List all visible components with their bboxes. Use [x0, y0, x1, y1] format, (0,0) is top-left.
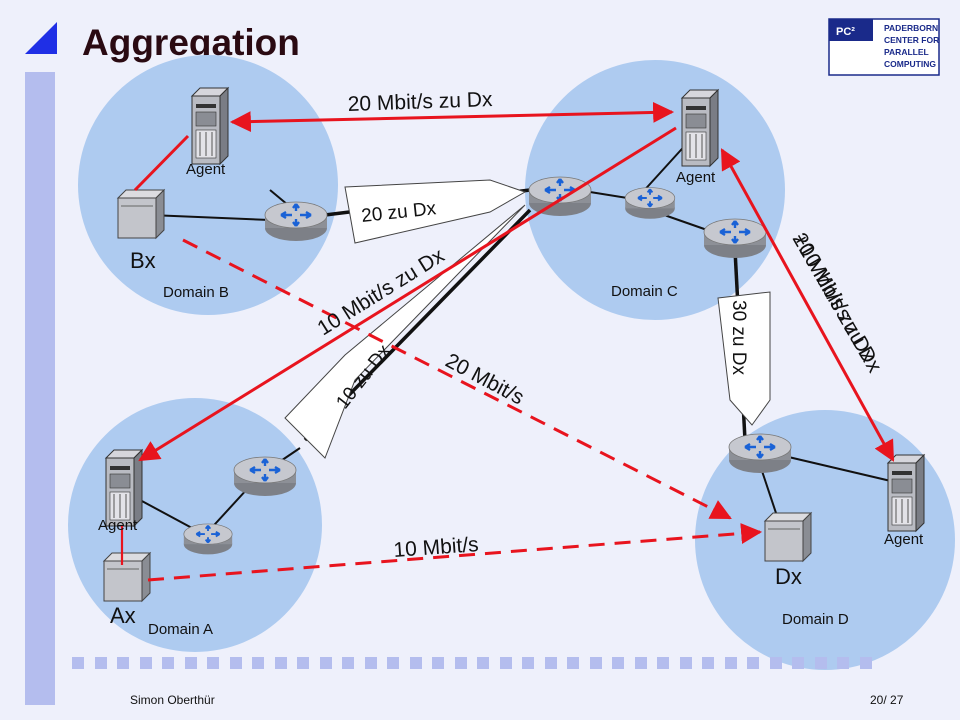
callout-a-shape — [284, 204, 526, 459]
router-b — [263, 200, 329, 243]
domain-d-label: Domain D — [782, 611, 849, 628]
agent-c-label: Agent — [676, 169, 716, 186]
domain-b-label: Domain B — [163, 284, 229, 301]
domain-c-label: Domain C — [611, 283, 678, 300]
agent-a-label: Agent — [98, 517, 138, 534]
router-a-upper — [232, 455, 298, 498]
agent-d-label: Agent — [884, 531, 924, 548]
logo-line-4: COMPUTING — [884, 59, 936, 69]
link-label-bx-dx: 20 Mbit/s — [442, 349, 528, 409]
server-agent-b — [191, 87, 229, 165]
host-bx-label: Bx — [130, 248, 156, 273]
host-bx — [117, 189, 165, 239]
logo-line-1: PADERBORN — [884, 23, 938, 33]
logo-line-2: CENTER FOR — [884, 35, 939, 45]
agent-b-label: Agent — [186, 161, 226, 178]
callout-b-shape — [344, 179, 527, 244]
link-label-b-c: 20 Mbit/s zu Dx — [347, 88, 493, 116]
pc2-logo: PC² PADERBORN CENTER FOR PARALLEL COMPUT… — [828, 18, 940, 76]
footer-page-number: 20/ 27 — [870, 693, 904, 707]
footer-author: Simon Oberthür — [130, 693, 215, 707]
router-c-main — [527, 175, 593, 218]
logo-line-3: PARALLEL — [884, 47, 929, 57]
corner-triangle — [25, 22, 57, 54]
link-label-c-d-2: 20 Mbit/s zu Dx — [788, 229, 881, 366]
left-accent-bar — [25, 72, 55, 705]
router-c-small — [624, 186, 676, 220]
host-ax — [103, 552, 151, 602]
server-agent-a — [105, 449, 143, 527]
router-d — [727, 432, 793, 475]
host-ax-label: Ax — [110, 603, 136, 628]
router-c-lower — [702, 217, 768, 260]
server-agent-c — [681, 89, 719, 167]
link-label-ax-dx: 10 Mbit/s — [393, 533, 480, 562]
server-agent-d — [887, 454, 925, 532]
host-dx — [764, 512, 812, 562]
host-dx-label: Dx — [775, 564, 802, 589]
callout-d-label: 30 zu Dx — [728, 300, 749, 375]
domain-a-label: Domain A — [148, 621, 213, 638]
logo-pc-label: PC² — [836, 26, 855, 38]
footer-dots — [72, 657, 872, 669]
router-a-small — [182, 523, 234, 556]
red-arrows — [120, 101, 895, 565]
